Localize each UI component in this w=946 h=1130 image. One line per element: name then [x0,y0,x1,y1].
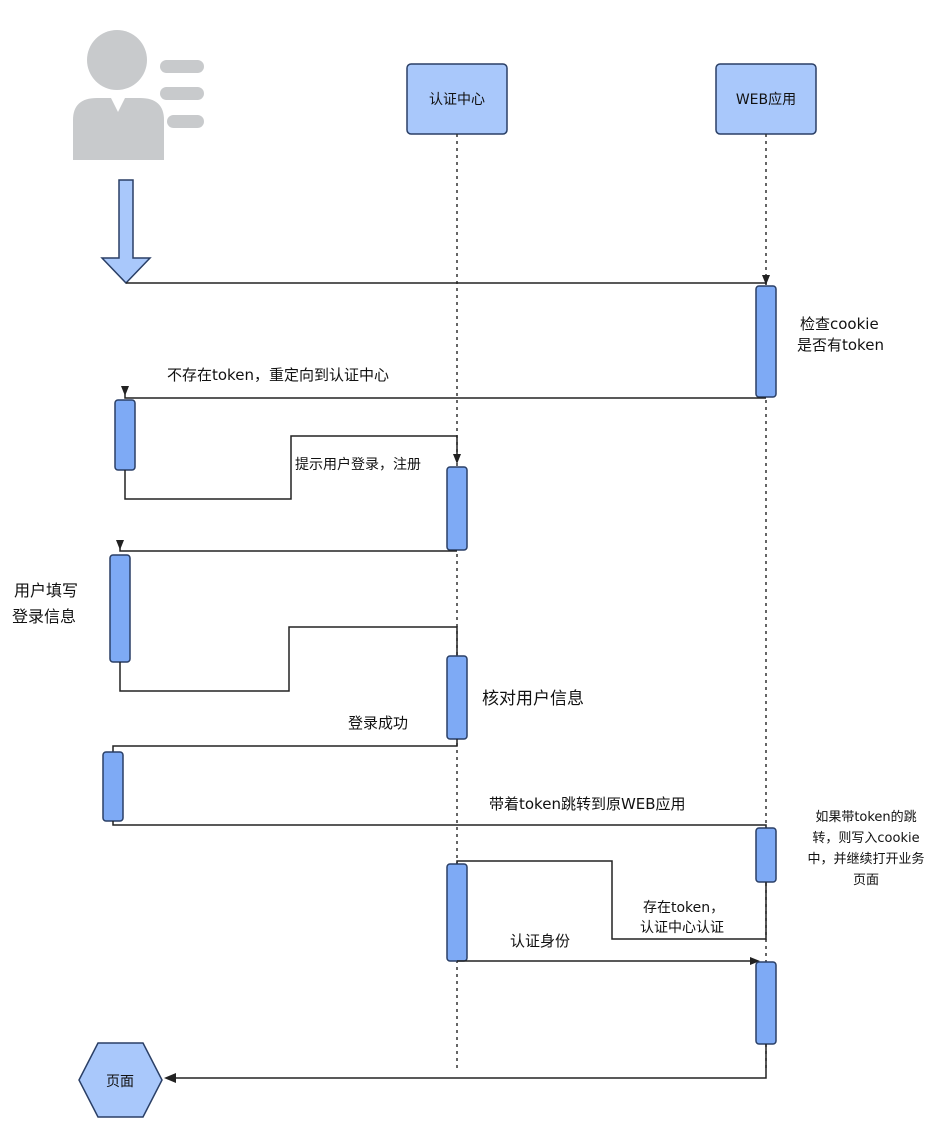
message-to-auth-center-arrowhead [453,454,461,464]
message-token-exists [456,860,767,940]
message-prompt-to-user-arrowhead [116,540,124,550]
label-auth-identity: 认证身份 [510,932,570,950]
participant-web-app: WEB应用 [715,63,817,135]
user-entry-arrow-icon [100,179,152,285]
user-icon [73,30,204,160]
page-node: 页面 [78,1042,163,1118]
activation-auth-prompt [446,466,468,551]
label-redirect: 不存在token，重定向到认证中心 [167,366,389,384]
activation-user-fill [109,554,131,663]
label-check-cookie-line2: 是否有token [797,336,884,354]
label-web-note-line3: 中，并继续打开业务 [807,851,924,867]
label-check-cookie-line1: 检查cookie [800,315,879,333]
message-open-page [172,1044,767,1079]
activation-auth-verify [446,655,468,740]
message-jump-back [112,821,767,829]
message-redirect [124,394,766,399]
message-request-web-app-arrowhead [762,275,770,285]
participant-auth-center-label: 认证中心 [429,92,485,108]
label-user-fill-line2: 登录信息 [12,607,76,626]
message-request-web-app [126,282,767,285]
label-login-success: 登录成功 [348,714,408,732]
activation-user-login-success [102,751,124,822]
participant-auth-center: 认证中心 [406,63,508,135]
message-open-page-arrowhead [164,1073,176,1083]
activation-web-write-cookie [755,827,777,883]
activation-web-check-cookie [755,285,777,398]
label-token-exists-line2: 认证中心认证 [640,920,724,936]
page-node-label: 页面 [106,1074,134,1090]
participant-web-app-label: WEB应用 [736,91,796,108]
message-to-auth-center [124,435,458,500]
message-redirect-arrowhead [121,386,129,396]
label-user-fill-line1: 用户填写 [14,581,78,600]
label-web-note-line2: 转，则写入cookie [812,831,919,846]
label-web-note-line4: 页面 [853,873,879,888]
label-jump-back: 带着token跳转到原WEB应用 [489,795,686,813]
message-auth-identity-arrowhead [750,957,760,965]
activation-auth-identity [446,863,468,962]
activation-web-final [755,961,777,1045]
message-login-success [112,739,458,752]
activation-user-redirected [114,399,136,471]
label-web-note-line1: 如果带token的跳 [815,809,916,825]
message-prompt-to-user [119,548,457,552]
label-verify-user: 核对用户信息 [482,689,584,709]
label-prompt-login: 提示用户登录，注册 [295,456,421,473]
label-token-exists-line1: 存在token， [643,900,724,916]
message-submit-login [119,626,458,692]
